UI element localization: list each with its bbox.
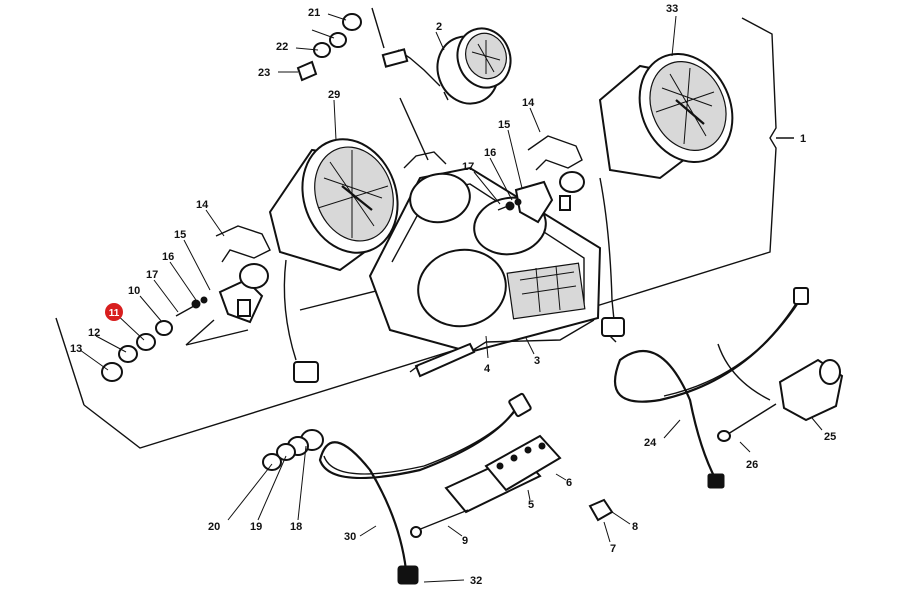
label-6: 6 xyxy=(566,477,572,489)
speedometer-cable-30 xyxy=(318,392,532,585)
label-23: 23 xyxy=(258,67,270,79)
label-33: 33 xyxy=(666,3,678,15)
stem-4 xyxy=(409,342,476,378)
right-bracket-group xyxy=(497,135,585,224)
label-9: 9 xyxy=(462,535,468,547)
label-11: 11 xyxy=(109,308,120,319)
label-22: 22 xyxy=(276,41,288,53)
label-14-left: 14 xyxy=(196,199,209,211)
label-30: 30 xyxy=(344,531,356,543)
tachometer-cable-24 xyxy=(614,287,809,489)
label-5: 5 xyxy=(528,499,534,511)
small-gauge-2 xyxy=(381,27,512,105)
speedometer-29 xyxy=(268,138,399,383)
label-19: 19 xyxy=(250,521,262,533)
label-4: 4 xyxy=(484,363,491,375)
label-24: 24 xyxy=(644,437,657,449)
part-labels: 1 2 3 4 5 6 7 8 9 10 11 12 13 14 14 15 1… xyxy=(70,3,836,587)
label-25: 25 xyxy=(824,431,836,443)
label-2: 2 xyxy=(436,21,442,33)
label-16-right: 16 xyxy=(484,147,496,159)
label-1: 1 xyxy=(800,133,806,145)
highlight-marker-11 xyxy=(105,303,123,321)
label-15-left: 15 xyxy=(174,229,186,241)
label-16-left: 16 xyxy=(162,251,174,263)
label-17-left: 17 xyxy=(146,269,158,281)
label-12: 12 xyxy=(88,327,100,339)
bottom-left-washers xyxy=(262,429,324,471)
left-bracket-group xyxy=(101,225,271,382)
label-10: 10 xyxy=(128,285,140,297)
tachometer-33 xyxy=(598,52,734,343)
label-15-right: 15 xyxy=(498,119,510,131)
label-26: 26 xyxy=(746,459,758,471)
switch-assembly-25 xyxy=(717,343,844,442)
plate-assembly-5 xyxy=(410,434,614,538)
label-3: 3 xyxy=(534,355,540,367)
label-8: 8 xyxy=(632,521,638,533)
leader-lines xyxy=(79,13,823,583)
label-18: 18 xyxy=(290,521,302,533)
top-left-small-parts xyxy=(296,13,362,82)
label-20: 20 xyxy=(208,521,220,533)
label-13: 13 xyxy=(70,343,82,355)
label-32: 32 xyxy=(470,575,482,587)
label-17-right: 17 xyxy=(462,161,474,173)
label-14-right: 14 xyxy=(522,97,535,109)
label-7: 7 xyxy=(610,543,616,555)
label-29: 29 xyxy=(328,89,340,101)
label-21: 21 xyxy=(308,7,320,19)
